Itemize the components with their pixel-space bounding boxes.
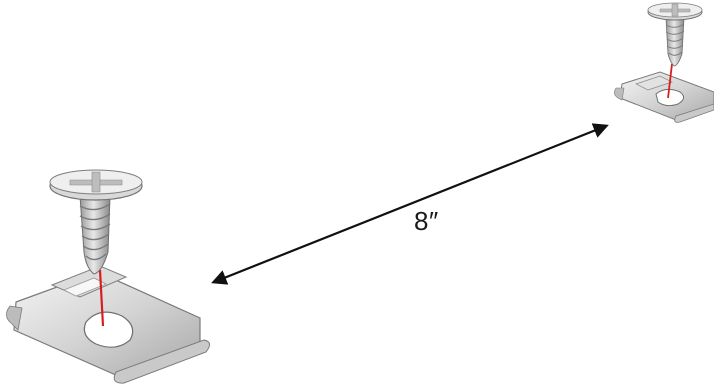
near-clip (6, 265, 210, 384)
far-alignment-line (667, 63, 673, 99)
far-clip (614, 71, 714, 123)
far-clip-with-screw (614, 2, 714, 123)
near-clip-with-screw (6, 169, 210, 384)
near-alignment-line (98, 269, 105, 327)
dimension-arrow (211, 123, 609, 285)
dimension-label: 8″ (414, 206, 439, 236)
near-screw (49, 169, 143, 275)
far-screw (647, 2, 703, 67)
